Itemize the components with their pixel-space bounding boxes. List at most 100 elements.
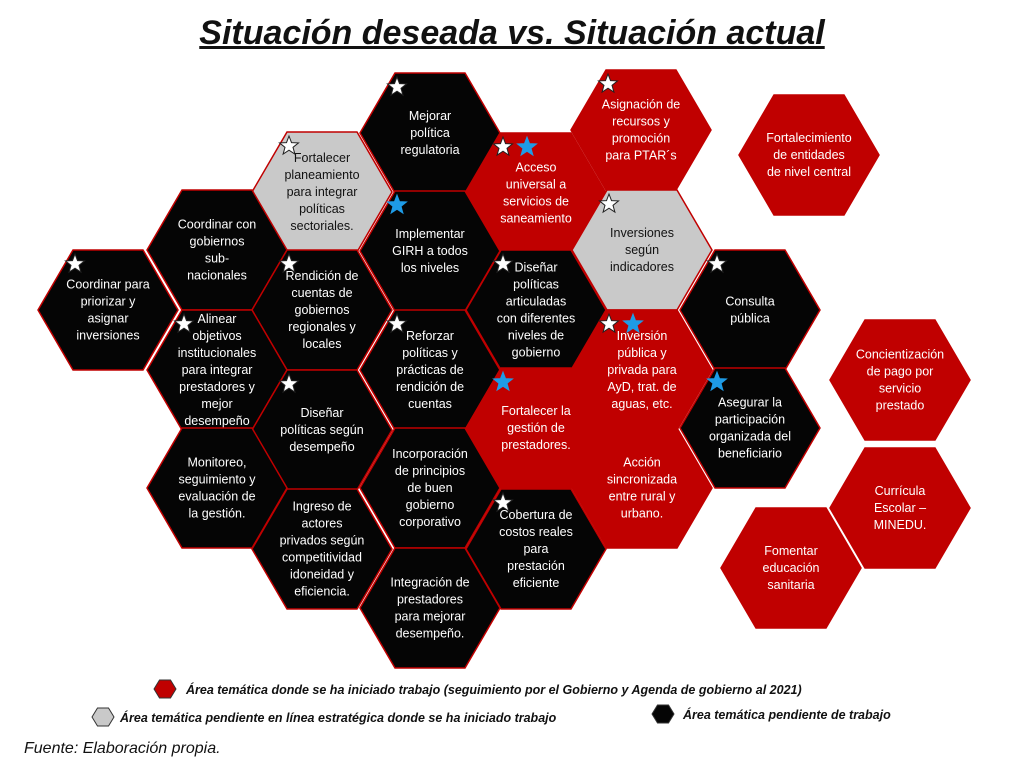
- hexagon-label-line: niveles de: [508, 329, 564, 343]
- hexagon-label-line: servicio: [879, 382, 921, 396]
- legend-item-gray: Área temática pendiente en línea estraté…: [91, 707, 557, 727]
- hexagon-label-line: articuladas: [506, 295, 566, 309]
- hexagon-label-line: políticas según: [280, 423, 363, 437]
- hexagon-label-line: Diseñar: [300, 406, 343, 420]
- hexagon-label-line: indicadores: [610, 260, 674, 274]
- hexagon-shape: [829, 447, 971, 569]
- white-star-icon: [492, 252, 514, 274]
- hexagon-label-line: entre rural y: [609, 490, 676, 504]
- hexagon-label-line: priorizar y: [81, 295, 137, 309]
- hexagon-label-line: beneficiario: [718, 447, 782, 461]
- hexagon-label-line: pública: [730, 312, 770, 326]
- hexagon-label-line: evaluación de: [178, 490, 255, 504]
- hexagon-label-line: saneamiento: [500, 212, 572, 226]
- hexagon-label-line: de pago por: [867, 365, 934, 379]
- hexagon-label-line: pública y: [617, 346, 667, 360]
- white-star-icon: [706, 252, 728, 274]
- hexagon-label-line: desempeño: [289, 440, 354, 454]
- hexagon-shape: [738, 94, 880, 216]
- hexagon-label-line: prestadores: [397, 593, 463, 607]
- hexagon-label-line: sincronizada: [607, 473, 677, 487]
- hexagon-label-line: objetivos: [192, 329, 241, 343]
- white-star-icon: [597, 72, 619, 94]
- hexagon-label-line: para integrar: [287, 185, 358, 199]
- hexagon-label-line: locales: [303, 337, 342, 351]
- hexagon-label-line: Coordinar con: [178, 218, 257, 232]
- hexagon-label-line: Fortalecer: [294, 151, 350, 165]
- legend-hexagon-icon: [153, 679, 177, 699]
- hexagon-label-line: Reforzar: [406, 329, 454, 343]
- hexagon-label-line: políticas y: [402, 346, 458, 360]
- page-title: Situación deseada vs. Situación actual: [199, 14, 825, 52]
- white-star-icon: [278, 134, 300, 156]
- hexagon-label-line: MINEDU.: [874, 518, 927, 532]
- white-star-icon: [598, 312, 620, 334]
- blue-star-icon: [706, 370, 728, 392]
- hexagon-label-line: prestadores y: [179, 380, 255, 394]
- hexagon-label-line: privados según: [280, 534, 365, 548]
- hexagon-label-line: cuentas: [408, 397, 452, 411]
- hexagon-label-line: inversiones: [76, 329, 139, 343]
- hexagon-label-line: Acción: [623, 456, 661, 470]
- hexagon-label-line: sanitaria: [767, 578, 814, 592]
- hexagon-label-line: servicios de: [503, 195, 569, 209]
- hexagon-label-line: prestadores.: [501, 438, 570, 452]
- hexagon-label-line: Coordinar para: [66, 278, 149, 292]
- hexagon-label-line: Incorporación: [392, 447, 468, 461]
- blue-star-icon: [386, 193, 408, 215]
- hexagon-label-line: con diferentes: [497, 312, 576, 326]
- hexagon-label-line: idoneidad y: [290, 568, 355, 582]
- hexagon-label-line: Implementar: [395, 227, 464, 241]
- legend-item-red: Área temática donde se ha iniciado traba…: [153, 679, 802, 699]
- hexagon-label-line: política: [410, 126, 450, 140]
- hexagon-label-line: nacionales: [187, 269, 247, 283]
- hexagon-label-line: desempeño: [184, 414, 249, 428]
- hexagon-label: Diseñar políticas según desempeño: [280, 406, 363, 454]
- hexagon-label-line: los niveles: [401, 261, 459, 275]
- hexagon-label-line: de nivel central: [767, 165, 851, 179]
- hexagon-label-line: Fortalecimiento: [766, 131, 851, 145]
- hexagon-label-line: de buen: [407, 481, 452, 495]
- hexagon-label-line: de principios: [395, 464, 465, 478]
- hexagon-label-line: cuentas de: [291, 286, 352, 300]
- hexagon-label-line: para mejorar: [395, 610, 466, 624]
- hexagon-shape: [251, 488, 393, 610]
- hexagon-label-line: Concientización: [856, 348, 944, 362]
- hexagon-label-line: costos reales: [499, 525, 573, 539]
- blue-star-icon: [622, 312, 644, 334]
- hexagon-label-line: desempeño.: [396, 627, 465, 641]
- hexagon-label-line: sectoriales.: [290, 219, 353, 233]
- legend-text: Área temática pendiente en línea estraté…: [119, 710, 557, 725]
- legend-text: Área temática donde se ha iniciado traba…: [185, 682, 802, 697]
- white-star-icon: [278, 372, 300, 394]
- hexagon-label-line: GIRH a todos: [392, 244, 468, 258]
- hexagon-shape: [146, 427, 288, 549]
- hexagon-label-line: gobiernos: [295, 303, 350, 317]
- hexagon-label-line: AyD, trat. de: [607, 380, 676, 394]
